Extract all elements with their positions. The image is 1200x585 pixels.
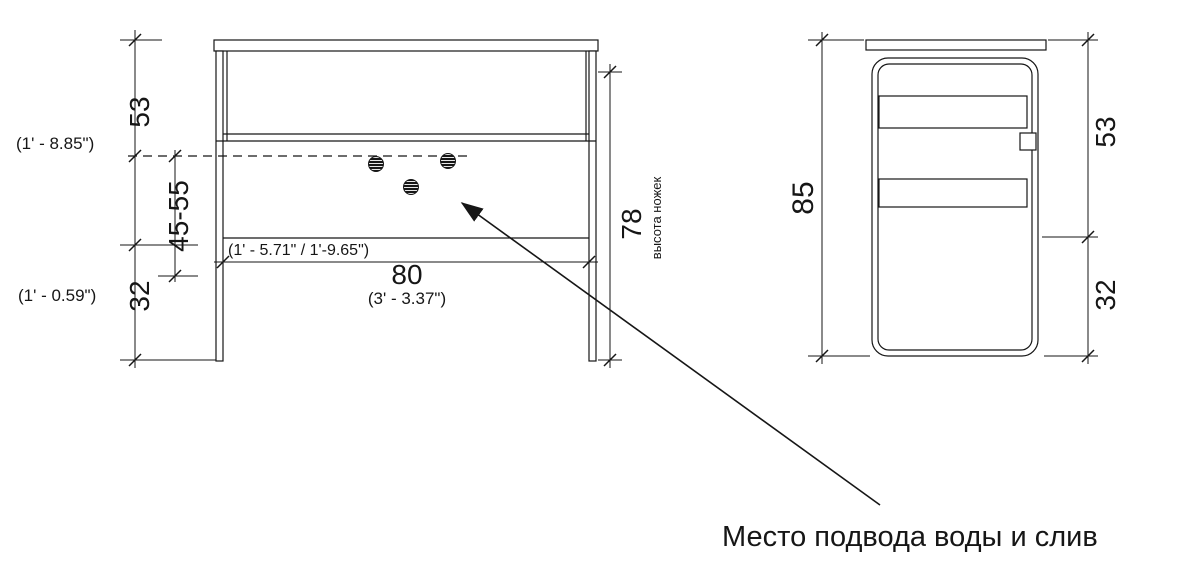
front-dim-80-imperial-label: (3' - 3.37") — [368, 289, 446, 308]
dim-tick — [216, 255, 230, 269]
front-left-leg — [215, 50, 224, 362]
dim-tick — [582, 255, 596, 269]
side-right-clip — [1019, 132, 1037, 151]
front-dim-78-label: 78 — [616, 208, 647, 239]
front-dimensions: 53 (1' - 8.85") 45-55 32 (1' - 0.59") 78… — [16, 30, 664, 368]
side-dim-53-label: 53 — [1090, 116, 1121, 147]
side-view — [865, 39, 1047, 357]
water-supply-hole-right — [440, 153, 456, 169]
side-tabletop — [865, 39, 1047, 51]
front-tabletop — [213, 39, 599, 52]
front-dim-32-imperial-label: (1' - 0.59") — [18, 286, 96, 305]
front-dim-78-note-label: высота ножек — [649, 177, 664, 260]
front-view — [128, 39, 599, 362]
front-dim-32-label: 32 — [124, 280, 155, 311]
drain-hole-center — [403, 179, 419, 195]
front-dim-53-label: 53 — [124, 96, 155, 127]
front-dim-80-label: 80 — [391, 259, 422, 290]
side-dimensions: 85 53 32 — [787, 32, 1121, 364]
front-dim-45-55-label: 45-55 — [163, 180, 194, 252]
side-upper-slot — [878, 95, 1028, 129]
front-dim-53-imperial-label: (1' - 8.85") — [16, 134, 94, 153]
side-dim-32-label: 32 — [1090, 279, 1121, 310]
water-callout-label: Место подвода воды и слив — [722, 521, 1098, 553]
front-dim-range-imperial-label: (1' - 5.71" / 1'-9.65") — [228, 242, 369, 259]
water-supply-hole-left — [368, 156, 384, 172]
dim-tick — [168, 149, 182, 163]
water-callout-arrow — [460, 202, 881, 506]
side-dim-85-label: 85 — [787, 181, 820, 214]
front-right-leg — [588, 50, 597, 362]
water-callout: Место подвода воды и слив — [460, 202, 1098, 553]
dim-tick — [128, 149, 142, 163]
side-lower-slot — [878, 178, 1028, 208]
